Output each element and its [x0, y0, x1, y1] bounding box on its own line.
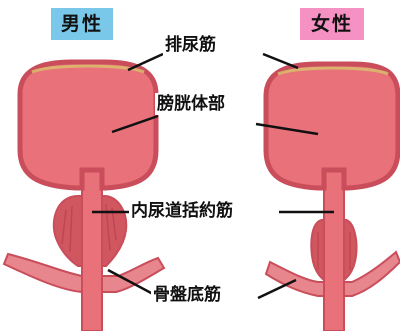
male-urethra	[82, 166, 102, 331]
male-badge: 男性	[51, 8, 113, 40]
detrusor-muscle-label: 排尿筋	[163, 34, 218, 56]
pelvic-floor-label: 骨盤底筋	[151, 284, 223, 306]
internal-sphincter-label: 内尿道括約筋	[129, 200, 235, 222]
bladder-body-label: 膀胱体部	[155, 93, 227, 115]
female-bladder	[266, 64, 398, 188]
female-badge: 女性	[300, 8, 364, 40]
female-urethra	[324, 166, 344, 331]
